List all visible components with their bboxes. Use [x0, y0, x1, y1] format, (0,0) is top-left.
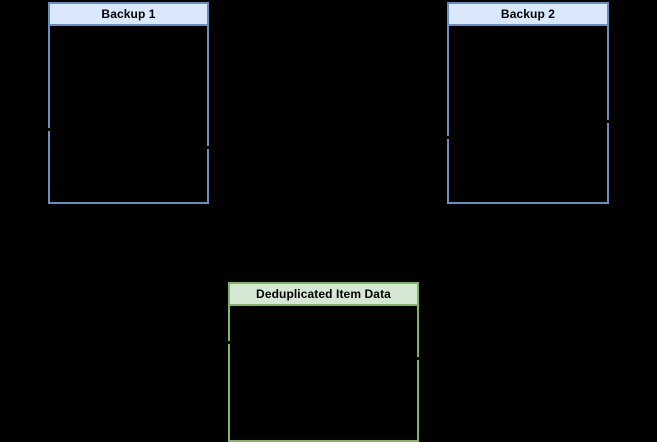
connector-notch-left-backup-1 [48, 128, 52, 131]
node-backup-1-body [50, 26, 207, 202]
node-backup-1-title: Backup 1 [50, 4, 207, 26]
node-backup-2-title: Backup 2 [449, 4, 607, 26]
node-backup-2[interactable]: Backup 2 [447, 2, 609, 204]
connector-notch-left-backup-2 [447, 136, 451, 139]
connector-notch-left-deduplicated-item-data [228, 341, 232, 344]
connector-notch-right-backup-1 [205, 146, 209, 149]
connector-notch-right-deduplicated-item-data [415, 357, 419, 360]
node-deduplicated-item-data-body [230, 306, 417, 440]
node-backup-2-body [449, 26, 607, 202]
node-deduplicated-item-data[interactable]: Deduplicated Item Data [228, 282, 419, 442]
node-deduplicated-item-data-title: Deduplicated Item Data [230, 284, 417, 306]
node-backup-1[interactable]: Backup 1 [48, 2, 209, 204]
connector-notch-right-backup-2 [605, 120, 609, 123]
